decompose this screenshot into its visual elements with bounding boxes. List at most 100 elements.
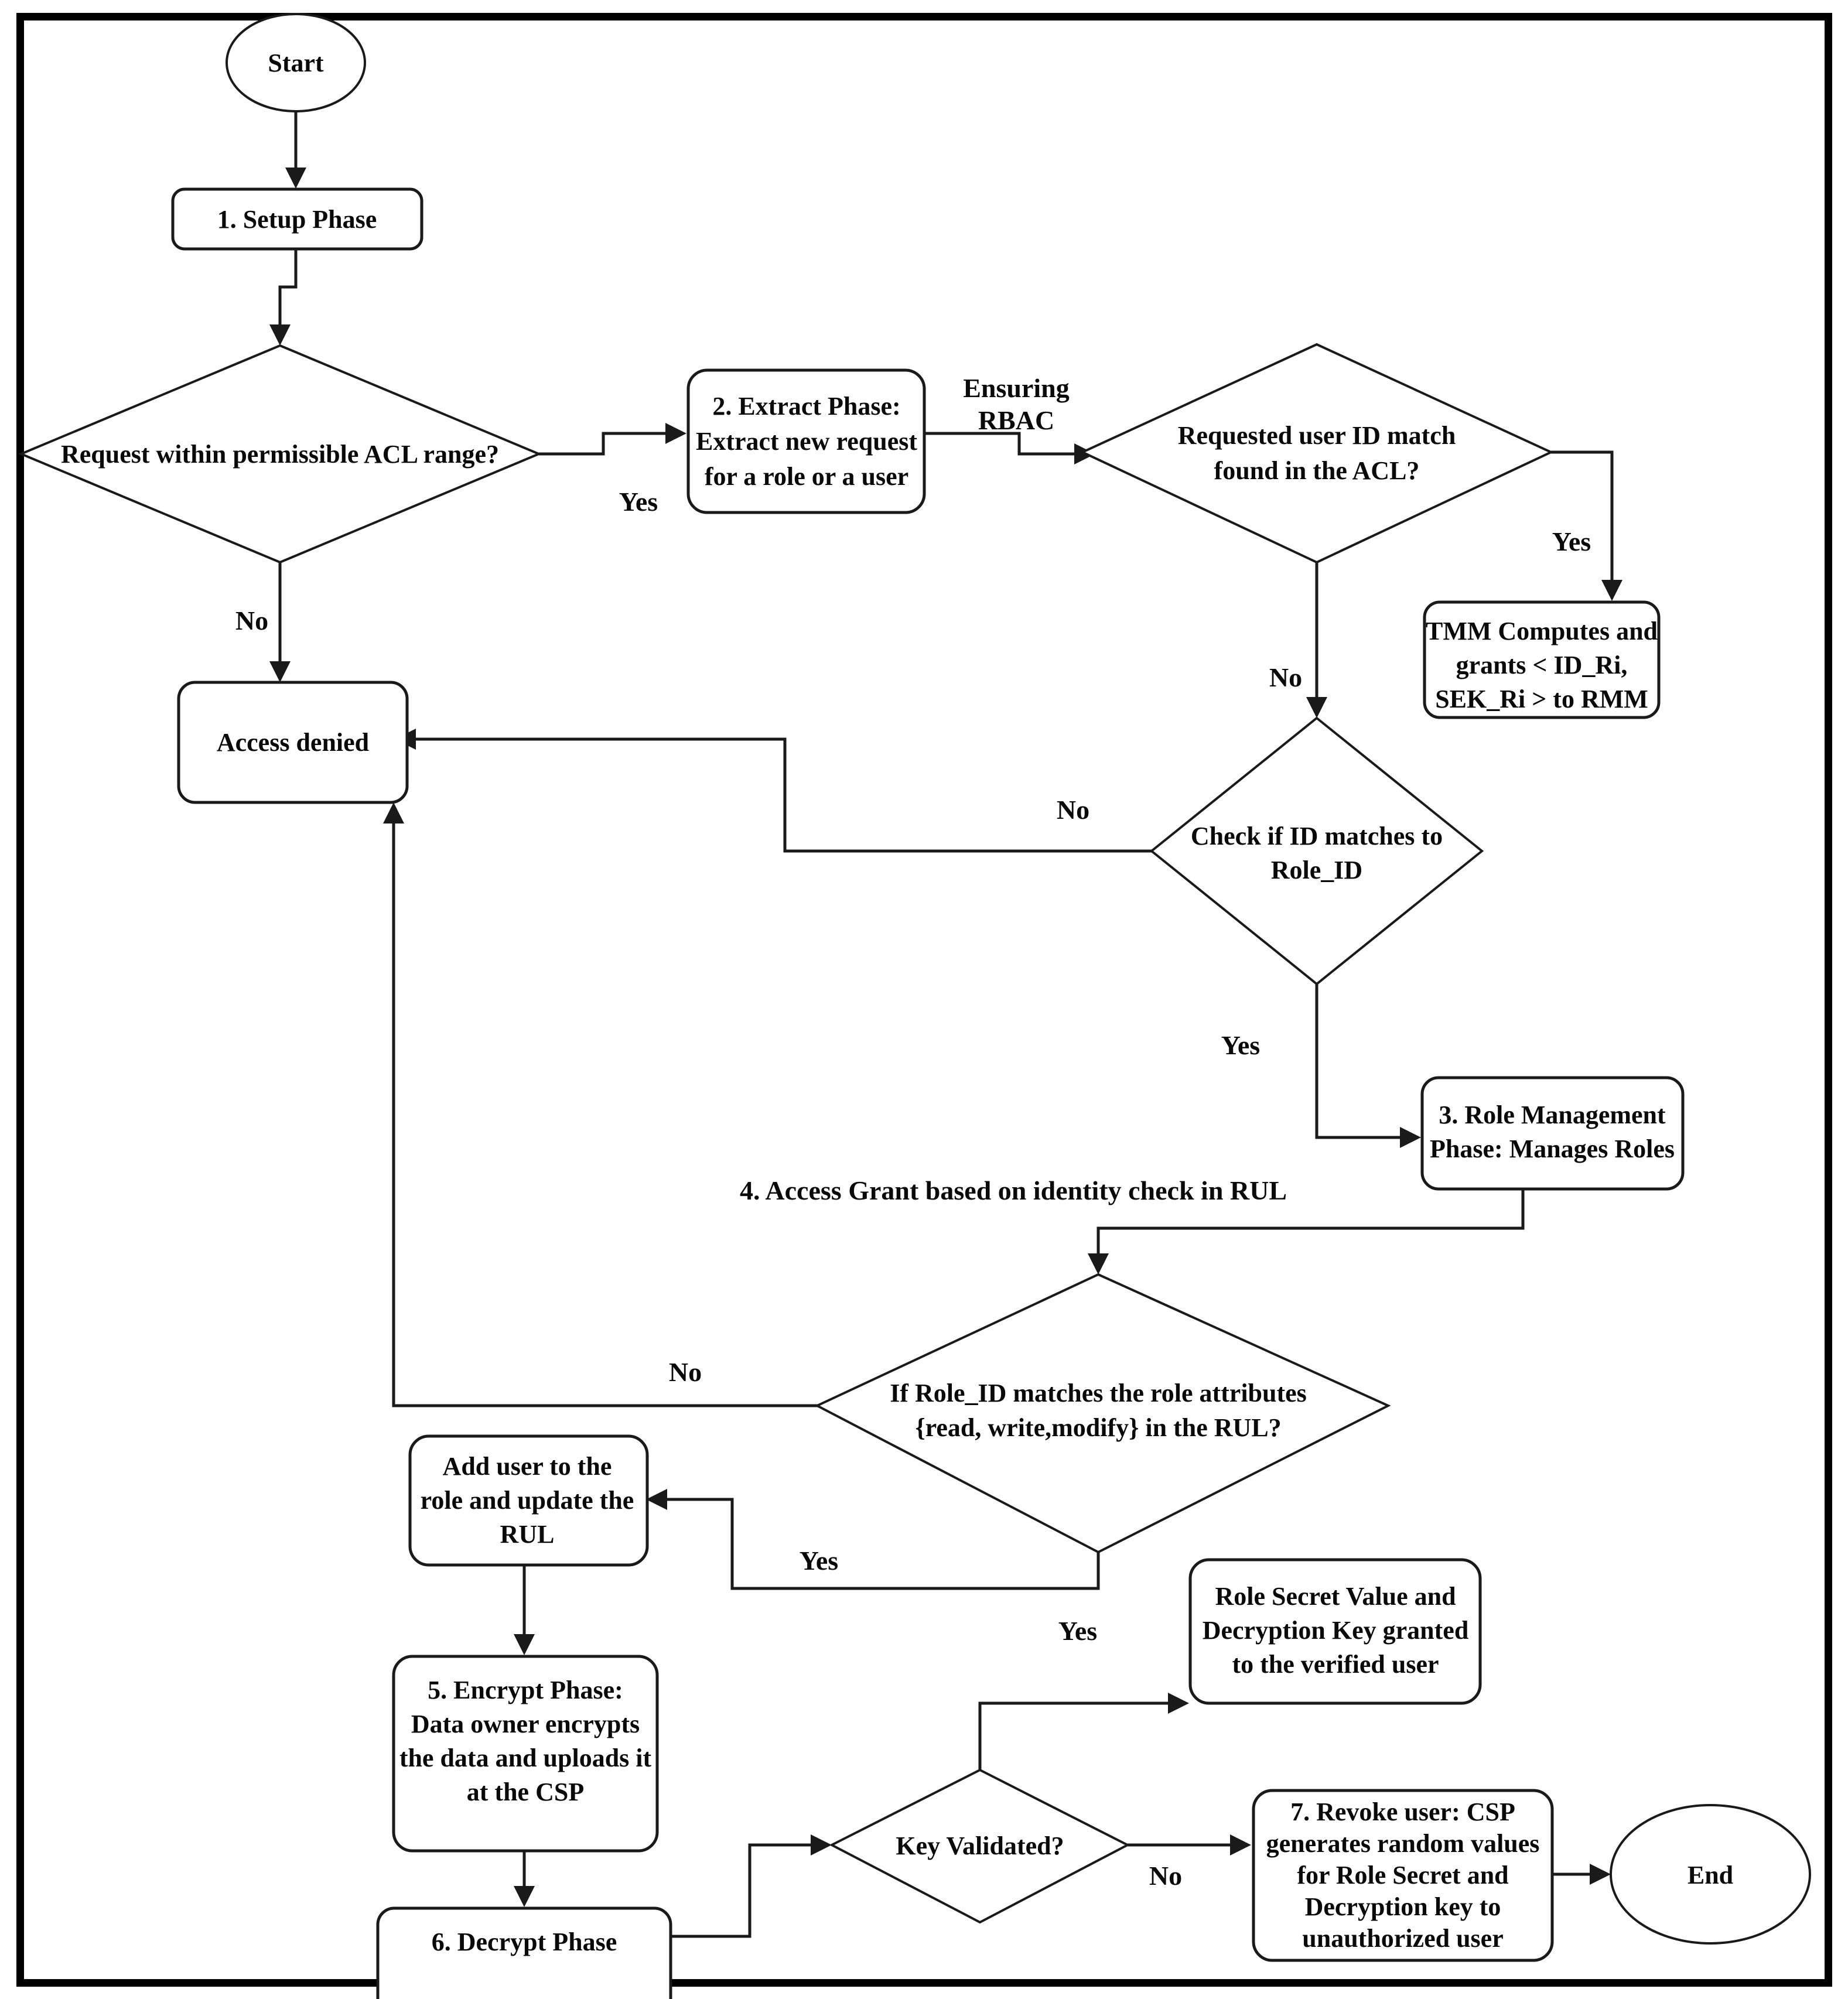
node-end[interactable]: End xyxy=(1610,1804,1811,1945)
revoke-user-line3: for Role Secret and xyxy=(1297,1861,1508,1889)
role-attributes-line1: If Role_ID matches the role attributes xyxy=(890,1379,1307,1407)
add-user-line3: RUL xyxy=(500,1520,555,1549)
revoke-user-line5: unauthorized user xyxy=(1302,1924,1503,1953)
extract-phase-line3: for a role or a user xyxy=(705,462,908,491)
acl-range-diamond xyxy=(18,344,542,564)
arrowhead-encrypt-decrypt xyxy=(514,1886,535,1907)
node-tmm-computes[interactable]: TMM Computes and grants < ID_Ri, SEK_Ri … xyxy=(1423,600,1661,719)
edge-decrypt-to-keyvalidated xyxy=(671,1843,817,1938)
key-validated-label: Key Validated? xyxy=(896,1831,1064,1860)
edge-label-acl-yes: Yes xyxy=(619,487,658,517)
edge-useridmatch-yes-to-tmm xyxy=(1551,450,1614,586)
edge-label-user-id-yes: Yes xyxy=(1552,527,1591,556)
role-secret-box xyxy=(1188,1558,1482,1705)
edge-label-check-role-no: No xyxy=(1057,795,1089,825)
edge-label-layer: Yes No Ensuring RBAC Yes No No Yes 4. Ac… xyxy=(235,373,1591,1891)
role-secret-line2: Decryption Key granted xyxy=(1203,1616,1469,1645)
node-decrypt-phase[interactable]: 6. Decrypt Phase xyxy=(376,1906,672,1999)
node-revoke-user[interactable]: 7. Revoke user: CSP generates random val… xyxy=(1252,1789,1554,1962)
arrowhead-acl-extract xyxy=(665,423,686,444)
encrypt-phase-line3: the data and uploads it xyxy=(399,1744,652,1772)
edge-label-check-role-yes: Yes xyxy=(1221,1030,1260,1060)
role-management-box xyxy=(1420,1076,1685,1191)
arrowhead-roleattr-denied xyxy=(383,802,404,823)
tmm-computes-line3: SEK_Ri > to RMM xyxy=(1435,685,1648,713)
setup-phase-label: 1. Setup Phase xyxy=(217,205,377,234)
edge-label-ensuring-rbac-line2: RBAC xyxy=(978,405,1054,435)
decrypt-phase-box xyxy=(376,1906,672,1999)
user-id-match-diamond xyxy=(1080,343,1554,564)
role-attributes-diamond xyxy=(814,1273,1391,1554)
revoke-user-box xyxy=(1252,1789,1554,1962)
arrowhead-roleattr-adduser xyxy=(646,1489,667,1510)
node-access-denied[interactable]: Access denied xyxy=(177,681,409,804)
node-setup-phase[interactable]: 1. Setup Phase xyxy=(171,187,423,251)
encrypt-phase-line2: Data owner encrypts xyxy=(411,1710,640,1738)
arrowhead-useridmatch-checkrole xyxy=(1306,697,1327,718)
end-label: End xyxy=(1688,1861,1733,1889)
node-user-id-match-decision[interactable]: Requested user ID match found in the ACL… xyxy=(1080,343,1554,564)
node-check-role-id-decision[interactable]: Check if ID matches to Role_ID xyxy=(1149,716,1484,986)
edge-label-ensuring-rbac-line1: Ensuring xyxy=(963,373,1070,403)
user-id-match-line1: Requested user ID match xyxy=(1178,421,1456,450)
role-attributes-line2: {read, write,modify} in the RUL? xyxy=(915,1413,1281,1442)
role-management-line1: 3. Role Management xyxy=(1439,1101,1666,1129)
node-start[interactable]: Start xyxy=(226,13,366,112)
arrowhead-useridmatch-tmm xyxy=(1601,580,1622,601)
setup-phase-box xyxy=(171,187,423,251)
node-key-validated-decision[interactable]: Key Validated? xyxy=(829,1768,1130,1924)
encrypt-phase-line4: at the CSP xyxy=(467,1778,584,1806)
node-acl-range-decision[interactable]: Request within permissible ACL range? xyxy=(18,344,542,564)
encrypt-phase-line1: 5. Encrypt Phase: xyxy=(428,1676,623,1704)
tmm-computes-box xyxy=(1423,600,1661,719)
access-grant-note: 4. Access Grant based on identity check … xyxy=(740,1176,1287,1205)
user-id-match-line2: found in the ACL? xyxy=(1214,456,1420,485)
tmm-computes-line1: TMM Computes and xyxy=(1426,617,1658,645)
revoke-user-line4: Decryption key to xyxy=(1305,1892,1501,1921)
arrowhead-revoke-end xyxy=(1590,1864,1611,1885)
edge-setup-to-acl xyxy=(278,248,298,331)
add-user-line2: role and update the xyxy=(421,1486,634,1515)
edge-label-key-validated-yes: Yes xyxy=(1058,1616,1097,1646)
start-label: Start xyxy=(268,49,324,77)
add-user-line1: Add user to the xyxy=(443,1452,612,1481)
arrowhead-adduser-encrypt xyxy=(514,1634,535,1655)
acl-range-label: Request within permissible ACL range? xyxy=(61,440,499,469)
extract-phase-box xyxy=(686,368,926,514)
edge-extract-to-useridmatch xyxy=(924,432,1081,456)
check-role-id-line2: Role_ID xyxy=(1271,856,1362,884)
edge-checkrole-yes-to-rolemgmt xyxy=(1315,984,1406,1139)
check-role-id-diamond xyxy=(1149,716,1484,986)
node-role-attributes-decision[interactable]: If Role_ID matches the role attributes {… xyxy=(814,1273,1391,1554)
end-ellipse xyxy=(1610,1804,1811,1945)
arrowhead-decrypt-keyvalidated xyxy=(811,1834,832,1856)
start-ellipse xyxy=(226,13,366,112)
tmm-computes-line2: grants < ID_Ri, xyxy=(1456,651,1628,679)
access-denied-label: Access denied xyxy=(217,728,369,757)
extract-phase-line2: Extract new request xyxy=(696,427,917,456)
check-role-id-line1: Check if ID matches to xyxy=(1191,822,1443,850)
role-secret-line1: Role Secret Value and xyxy=(1215,1582,1456,1611)
node-role-secret-granted[interactable]: Role Secret Value and Decryption Key gra… xyxy=(1188,1558,1482,1705)
node-role-management-phase[interactable]: 3. Role Management Phase: Manages Roles xyxy=(1420,1076,1685,1191)
arrowhead-setup-acl xyxy=(269,324,291,346)
node-encrypt-phase[interactable]: 5. Encrypt Phase: Data owner encrypts th… xyxy=(392,1655,659,1853)
add-user-box xyxy=(408,1434,649,1567)
edge-checkrole-no-to-denied xyxy=(410,737,1155,853)
arrowhead-start-setup xyxy=(285,168,306,189)
edge-keyvalidated-yes-to-rolesecret xyxy=(978,1701,1174,1785)
edge-label-key-validated-no: No xyxy=(1149,1861,1182,1891)
edge-roleattr-no-to-denied xyxy=(392,817,822,1407)
revoke-user-line2: generates random values xyxy=(1266,1829,1540,1858)
arrowhead-rolemgmt-roleattr xyxy=(1088,1253,1109,1274)
node-extract-phase[interactable]: 2. Extract Phase: Extract new request fo… xyxy=(686,368,926,514)
role-management-line2: Phase: Manages Roles xyxy=(1430,1135,1675,1163)
decrypt-phase-label: 6. Decrypt Phase xyxy=(432,1928,617,1956)
extract-phase-line1: 2. Extract Phase: xyxy=(712,392,900,421)
arrowhead-keyvalidated-revoke xyxy=(1230,1834,1251,1856)
key-validated-diamond xyxy=(829,1768,1130,1924)
edge-roleattr-yes-to-adduser xyxy=(661,1498,1100,1590)
node-add-user-to-role[interactable]: Add user to the role and update the RUL xyxy=(408,1434,649,1567)
